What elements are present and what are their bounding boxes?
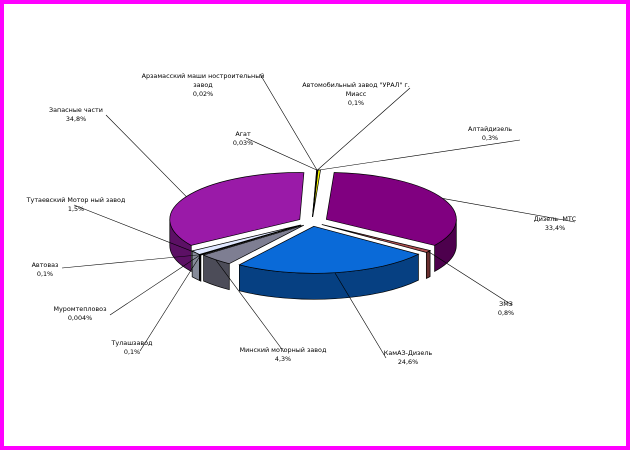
pie-slice-2 bbox=[325, 172, 457, 246]
leader-line-1 bbox=[319, 139, 521, 171]
data-label-value: 0,1% bbox=[37, 270, 53, 278]
data-label-name: Тулашзавод bbox=[111, 339, 154, 347]
data-label-name: Арзамасский маши ностроительный bbox=[142, 72, 265, 80]
data-label-value: 0,1% bbox=[348, 99, 364, 107]
data-label-value: 0,1% bbox=[124, 348, 140, 356]
data-label-value: 34,8% bbox=[66, 115, 86, 123]
leader-lines bbox=[61, 73, 576, 359]
data-label-value: 0,004% bbox=[68, 314, 92, 322]
leader-line-11 bbox=[245, 137, 317, 171]
leader-line-10 bbox=[105, 114, 187, 197]
leader-line-3 bbox=[428, 251, 513, 306]
data-label-value: 24,6% bbox=[398, 358, 418, 366]
data-label-name: Запасные части bbox=[49, 106, 103, 114]
data-label-name: Муромтепловоз bbox=[54, 305, 108, 313]
pie-side-6 bbox=[200, 254, 202, 282]
data-label-name: КамАЗ-Дизель bbox=[384, 349, 433, 357]
leader-line-6 bbox=[139, 254, 201, 352]
data-label-name: Дизель- МТС bbox=[534, 215, 577, 223]
leader-line-12 bbox=[259, 73, 318, 171]
data-label-value: 4,3% bbox=[275, 355, 291, 363]
pie-slice-9 bbox=[191, 224, 301, 255]
data-label-name: ЗМЗ bbox=[499, 300, 513, 308]
pie-sides bbox=[169, 219, 457, 300]
data-label-name: Автомобильный завод "УРАЛ" г. bbox=[302, 81, 410, 89]
data-label-name: Тутаевский Мотор ный завод bbox=[26, 196, 126, 204]
data-label-value: 1,5% bbox=[68, 205, 84, 213]
pie-side-3 bbox=[425, 249, 431, 280]
data-label-value: 33,4% bbox=[545, 224, 565, 232]
data-label-name: Агат bbox=[235, 130, 251, 138]
pie-tops bbox=[169, 169, 457, 274]
data-label-value: 0,8% bbox=[498, 309, 514, 317]
leader-line-8 bbox=[61, 254, 201, 269]
data-label-name: Автоваз bbox=[32, 261, 59, 269]
data-label-name: Алтайдизель bbox=[468, 125, 512, 133]
leader-line-4 bbox=[334, 272, 387, 359]
leader-line-5 bbox=[215, 259, 285, 353]
data-label-name: Минский моторный завод bbox=[240, 346, 327, 354]
data-label-value: 0,03% bbox=[233, 139, 253, 147]
leader-line-9 bbox=[73, 204, 196, 253]
data-label-value: 0,3% bbox=[482, 134, 498, 142]
data-label-name: Миасс bbox=[346, 90, 367, 98]
leader-line-2 bbox=[442, 198, 576, 223]
leader-line-7 bbox=[109, 254, 201, 316]
leader-line-0 bbox=[317, 87, 411, 171]
data-label-value: 0,02% bbox=[193, 90, 213, 98]
data-label-name: завод bbox=[193, 81, 213, 89]
